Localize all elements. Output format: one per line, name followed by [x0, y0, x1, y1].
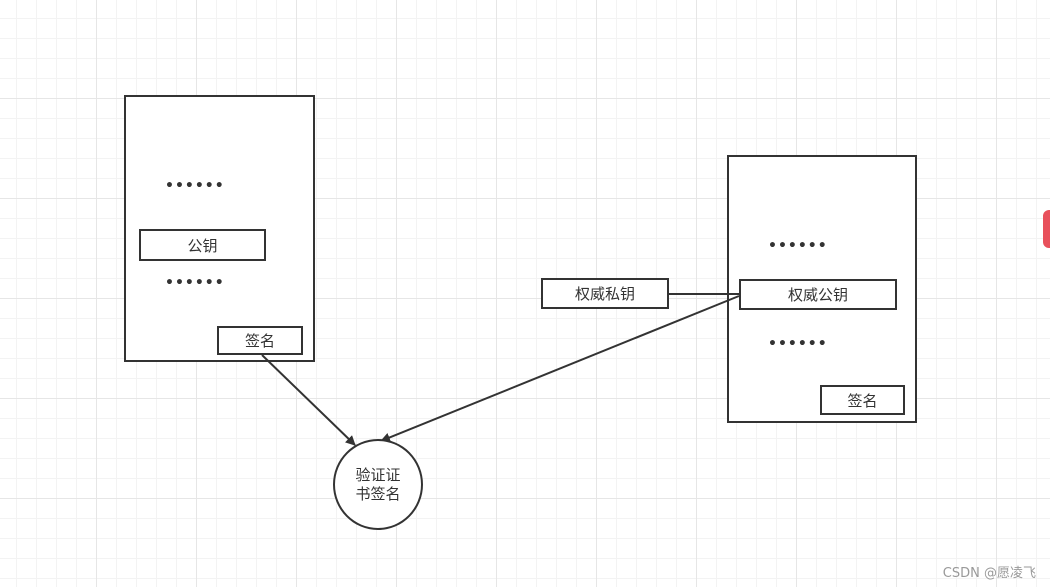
right-certificate-dots-top: ••••••: [768, 238, 828, 254]
right-signature-box: 签名: [820, 385, 905, 415]
left-certificate-box: [124, 95, 315, 362]
right-certificate-dots-bottom: ••••••: [768, 336, 828, 352]
verify-node-line1: 验证证: [355, 465, 401, 484]
authority-private-key-box: 权威私钥: [541, 278, 669, 309]
right-authority-public-key-box: 权威公钥: [739, 279, 897, 310]
verify-node-line2: 书签名: [355, 484, 401, 503]
authority-key-to-verify-arrow: [380, 295, 740, 443]
side-feedback-tab[interactable]: [1043, 210, 1050, 248]
left-public-key-box: 公钥: [139, 229, 266, 261]
left-certificate-dots-bottom: ••••••: [165, 275, 225, 291]
left-signature-to-verify-arrow: [261, 354, 356, 446]
verify-signature-node: 验证证 书签名: [333, 439, 423, 530]
left-certificate-dots-top: ••••••: [165, 178, 225, 194]
left-signature-box: 签名: [217, 326, 303, 355]
watermark: CSDN @愿凌飞: [942, 566, 1036, 581]
